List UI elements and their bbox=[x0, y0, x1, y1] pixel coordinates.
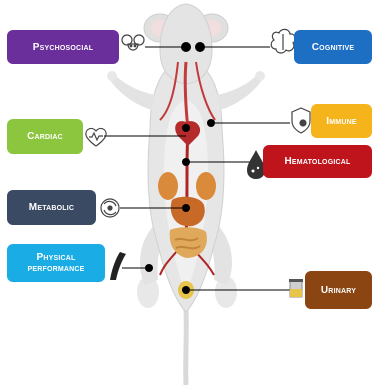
label-hematological: Hematological bbox=[263, 145, 372, 178]
left-front-paw bbox=[107, 71, 117, 81]
label-physical-performance: Physical performance bbox=[7, 244, 105, 282]
label-immune: Immune bbox=[311, 104, 372, 138]
label-immune-text: Immune bbox=[326, 116, 356, 127]
urine-cup-icon bbox=[289, 279, 303, 297]
label-psychosocial: Psychosocial bbox=[7, 30, 119, 64]
label-hematological-text: Hematological bbox=[285, 156, 351, 167]
label-metabolic: Metabolic bbox=[7, 190, 96, 225]
label-cardiac-text: Cardiac bbox=[27, 131, 63, 142]
heart-icon bbox=[86, 128, 106, 146]
metabolism-icon bbox=[101, 199, 119, 217]
right-front-arm bbox=[217, 75, 262, 110]
brain-icon bbox=[271, 29, 295, 53]
label-cognitive-text: Cognitive bbox=[312, 42, 354, 53]
label-metabolic-text: Metabolic bbox=[29, 202, 74, 213]
label-physical-text: Physical bbox=[37, 252, 76, 263]
label-cognitive: Cognitive bbox=[294, 30, 372, 64]
label-urinary-text: Urinary bbox=[321, 285, 356, 296]
left-front-arm bbox=[110, 75, 155, 110]
right-front-paw bbox=[255, 71, 265, 81]
dot-cardiac bbox=[182, 124, 190, 132]
shield-virus-icon bbox=[292, 108, 310, 133]
right-kidney bbox=[196, 172, 216, 200]
label-urinary: Urinary bbox=[305, 271, 372, 309]
mouse-head-icon bbox=[122, 35, 144, 50]
left-kidney bbox=[158, 172, 178, 200]
muscle-icon bbox=[110, 252, 126, 280]
label-cardiac: Cardiac bbox=[7, 119, 83, 154]
mouse-tail bbox=[186, 310, 187, 385]
label-performance-text: performance bbox=[27, 263, 84, 274]
label-psychosocial-text: Psychosocial bbox=[33, 42, 93, 53]
